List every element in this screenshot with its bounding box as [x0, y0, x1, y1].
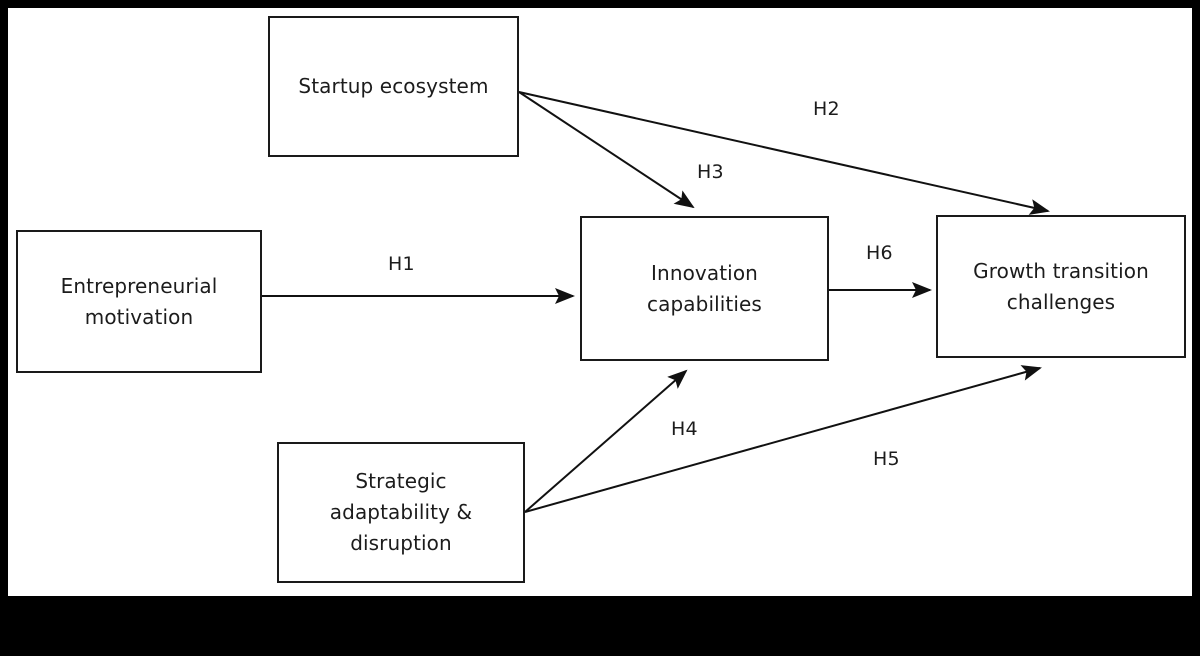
node-strategic-adaptability-disruption[interactable]: Strategic adaptability & disruption — [277, 442, 525, 583]
edge-label-h3: H3 — [697, 161, 724, 183]
edge-label-h5: H5 — [873, 448, 900, 470]
node-growth-transition-challenges[interactable]: Growth transition challenges — [936, 215, 1186, 358]
node-label-startup-ecosystem: Startup ecosystem — [298, 74, 489, 98]
node-label-strategic-adaptability-disruption: Strategic adaptability & disruption — [329, 469, 473, 555]
node-label-innovation-capabilities: Innovation capabilities — [647, 260, 762, 316]
edge-label-h4: H4 — [671, 418, 698, 440]
node-innovation-capabilities[interactable]: Innovation capabilities — [580, 216, 829, 361]
node-label-entrepreneurial-motivation: Entrepreneurial motivation — [60, 273, 218, 329]
node-label-growth-transition-challenges: Growth transition challenges — [973, 258, 1149, 314]
edge-label-h6: H6 — [866, 242, 893, 264]
node-startup-ecosystem[interactable]: Startup ecosystem — [268, 16, 519, 157]
node-entrepreneurial-motivation[interactable]: Entrepreneurial motivation — [16, 230, 262, 373]
edge-label-h2: H2 — [813, 98, 840, 120]
edge-label-h1: H1 — [388, 253, 415, 275]
